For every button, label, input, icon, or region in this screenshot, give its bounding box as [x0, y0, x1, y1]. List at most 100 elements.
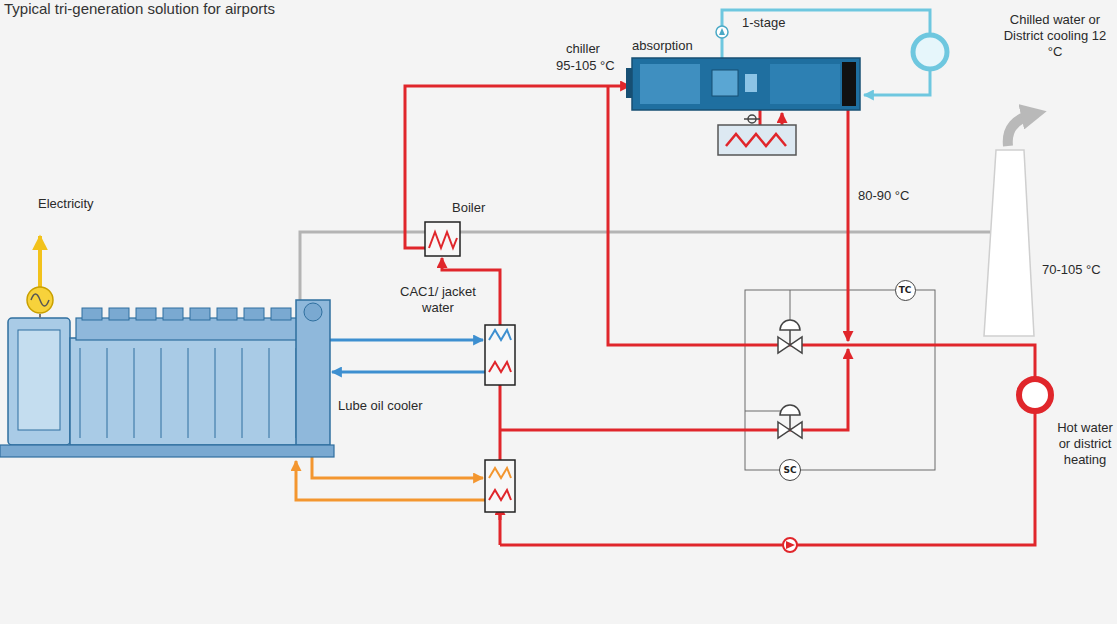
- jacket-water-cooler: [489, 330, 511, 340]
- chilled-water-pump: [719, 28, 725, 35]
- instrument-code: TC: [899, 285, 912, 295]
- absorption-chiller: [626, 68, 632, 98]
- heating-consumer: [1019, 379, 1051, 411]
- cooling-tower: [718, 125, 796, 155]
- chimney: [984, 150, 1034, 336]
- electricity-output: [39, 314, 41, 318]
- engine: [244, 308, 264, 320]
- electricity-output: [38, 236, 42, 287]
- chilled-water-pipe: [864, 70, 930, 95]
- annotation-label: Chilled water or District cooling 12 °C: [998, 12, 1112, 60]
- lube-oil-cooler: [489, 490, 511, 500]
- jacket-water-cooler: [485, 325, 515, 385]
- control-valve: [789, 330, 791, 345]
- lube-oil-cooler: [489, 468, 511, 478]
- lube-oil-pipe: [296, 457, 485, 500]
- engine: [242, 348, 243, 438]
- engine: [190, 308, 210, 320]
- engine: [107, 348, 108, 438]
- jacket-water-cooler: [489, 362, 511, 372]
- electricity-output: [27, 236, 53, 318]
- hot-water-pipe: [847, 110, 850, 341]
- chilled-water-pump: [716, 26, 728, 38]
- engine: [70, 338, 298, 445]
- electricity-output: [31, 294, 49, 306]
- hot-water-pipe: [500, 349, 848, 430]
- engine: [76, 318, 298, 340]
- circulation-pump: [783, 538, 797, 552]
- engine: [296, 300, 330, 445]
- hot-water-pipe: [781, 113, 784, 125]
- lube-oil-cooler: [485, 460, 515, 512]
- cooling-tower: [744, 118, 760, 120]
- instrument-code: SC: [783, 465, 796, 475]
- engine: [136, 308, 156, 320]
- heating-consumer: [1019, 379, 1051, 411]
- jacket-water-pipe: [330, 340, 485, 372]
- engine: [271, 308, 291, 320]
- annotation-label: Boiler: [452, 200, 485, 216]
- cooling-tower: [726, 134, 786, 146]
- instrument-circle: TC: [895, 280, 916, 301]
- instrument-circle: SC: [779, 459, 801, 481]
- annotation-label: 70-105 °C: [1042, 262, 1101, 278]
- annotation-label: chiller: [566, 41, 600, 57]
- engine: [161, 348, 162, 438]
- chilled-water-pump: [716, 26, 728, 38]
- lube-oil-pipe: [312, 457, 483, 478]
- annotation-label: 1-stage: [742, 15, 785, 31]
- jacket-water-cooler: [485, 325, 515, 385]
- engine: [163, 308, 183, 320]
- circulation-pump: [786, 541, 795, 549]
- annotation-label: absorption: [632, 38, 693, 54]
- engine: [215, 348, 216, 438]
- electricity-output: [27, 287, 53, 313]
- absorption-chiller: [745, 74, 757, 92]
- engine: [269, 348, 270, 438]
- control-valve: [778, 320, 802, 438]
- chilled-water-consumer: [913, 35, 947, 69]
- exhaust-boiler: [425, 222, 460, 256]
- control-valve: [789, 415, 791, 430]
- chilled-water-pipe: [722, 10, 930, 58]
- exhaust-line: [460, 231, 990, 234]
- engine: [0, 300, 334, 457]
- engine: [80, 348, 81, 438]
- generator: [18, 330, 60, 430]
- engine: [134, 348, 135, 438]
- control-valve: [780, 405, 800, 415]
- generator: [8, 318, 70, 445]
- hot-water-pipe: [500, 412, 1035, 545]
- hot-water-pipe: [759, 110, 762, 125]
- exhaust-boiler: [425, 222, 460, 256]
- cooling-tower: [718, 115, 796, 155]
- circulation-pump: [783, 538, 797, 552]
- absorption-chiller: [632, 58, 860, 110]
- absorption-chiller: [712, 70, 738, 96]
- control-wiring: [745, 290, 935, 470]
- absorption-chiller: [770, 64, 840, 104]
- engine: [109, 308, 129, 320]
- engine: [0, 445, 334, 457]
- engine: [82, 308, 102, 320]
- annotation-label: 95-105 °C: [556, 58, 615, 74]
- annotation-label: Hot water or district heating: [1057, 420, 1113, 468]
- chimney: [984, 114, 1034, 336]
- absorption-chiller: [640, 64, 700, 104]
- jacket-water-pipe: [332, 371, 485, 374]
- lube-oil-cooler: [485, 460, 515, 512]
- diagram-title: Typical tri-generation solution for airp…: [4, 0, 275, 18]
- engine: [188, 348, 189, 438]
- annotation-label: CAC1/ jacket water: [398, 284, 478, 316]
- control-wiring: [745, 290, 935, 470]
- control-valve: [780, 320, 800, 330]
- generator: [8, 318, 70, 445]
- chimney: [1008, 114, 1034, 146]
- annotation-label: 80-90 °C: [858, 188, 909, 204]
- engine: [304, 303, 322, 321]
- jacket-water-pipe: [330, 339, 483, 342]
- chilled-water-consumer: [913, 35, 947, 69]
- annotation-label: Lube oil cooler: [338, 398, 423, 414]
- lube-oil-pipe: [296, 461, 485, 500]
